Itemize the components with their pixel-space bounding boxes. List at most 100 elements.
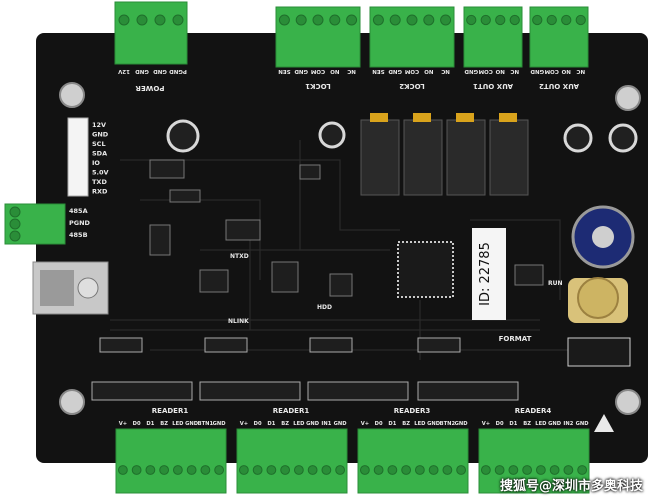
terminal-screw[interactable] [252,465,263,475]
terminal-screw[interactable] [278,14,290,26]
relays [360,113,529,196]
terminal-screw[interactable] [508,465,519,475]
terminal-screw[interactable] [480,465,491,475]
reader-pin-label: D1 [146,421,154,427]
reader-pin-label: BZ [281,421,289,427]
capacitor [563,123,593,153]
terminal-screw[interactable] [117,465,128,475]
terminal-screw[interactable] [387,465,398,475]
terminal-screw[interactable] [406,14,418,26]
terminal-screw[interactable] [359,465,370,475]
lock2-title: LOCK2 [399,82,425,90]
aux-out2-title: AUX OUT2 [539,82,579,90]
terminal-screw[interactable] [266,465,277,475]
terminal-screw[interactable] [238,465,249,475]
terminal-block-reader1[interactable] [115,428,227,494]
terminal-screw[interactable] [466,14,477,26]
header-connector[interactable] [567,337,631,367]
top-pin-label: NO [330,68,340,74]
mounting-hole [615,85,641,111]
terminal-screw[interactable] [329,14,341,26]
terminal-screw[interactable] [159,465,170,475]
terminal-screw[interactable] [428,465,439,475]
terminal-screw[interactable] [414,465,425,475]
terminal-screw[interactable] [577,465,588,475]
terminal-screw[interactable] [563,465,574,475]
terminal-screw[interactable] [186,465,197,475]
terminal-screw[interactable] [575,14,586,26]
reader-titles: READER1 READER1 READER3 READER4 [152,407,552,415]
terminal-screw[interactable] [532,14,543,26]
terminal-screw[interactable] [546,14,557,26]
terminal-screw[interactable] [494,465,505,475]
terminal-screw[interactable] [480,14,491,26]
terminal-screw[interactable] [118,14,130,26]
rs485-pin-label: PGND [69,219,91,227]
reader-pin-label: D0 [133,421,141,427]
terminal-screw[interactable] [312,14,324,26]
reader-pin-label: GND [306,421,320,427]
left-pin-label: RXD [92,188,108,196]
terminal-screw[interactable] [9,218,21,230]
terminal-screw[interactable] [214,465,225,475]
terminal-screw[interactable] [293,465,304,475]
terminal-screw[interactable] [131,465,142,475]
terminal-screw[interactable] [280,465,291,475]
terminal-screw[interactable] [549,465,560,475]
reader-driver-ics [91,337,519,401]
terminal-screw[interactable] [561,14,572,26]
terminal-screw[interactable] [307,465,318,475]
terminal-block-reader4[interactable] [478,428,590,494]
ntxd-label: NTXD [230,253,249,260]
terminal-screw[interactable] [372,14,384,26]
terminal-screw[interactable] [321,465,332,475]
terminal-screw[interactable] [200,465,211,475]
terminal-screw[interactable] [442,465,453,475]
terminal-screw[interactable] [335,465,346,475]
terminal-screw[interactable] [295,14,307,26]
reader-title: READER4 [515,407,552,415]
terminal-screw[interactable] [136,14,148,26]
terminal-screw[interactable] [145,465,156,475]
reader-pin-label: D1 [388,421,396,427]
reader-pin-label: BZ [160,421,168,427]
terminal-screw[interactable] [495,14,506,26]
top-pin-label: NC [441,68,450,74]
top-pin-label: 12V [117,68,130,74]
terminal-block-reader3[interactable] [357,428,469,494]
aux-out1-title: AUX OUT1 [473,82,513,90]
terminal-screw[interactable] [440,14,452,26]
terminal-screw[interactable] [509,14,520,26]
terminal-block-power[interactable] [114,1,188,65]
top-pin-label: COM [311,68,325,74]
left-pin-header[interactable] [67,117,89,197]
terminal-screw[interactable] [423,14,435,26]
top-pin-label: SEN [372,68,385,74]
rs485-pin-label: 485A [69,207,88,215]
top-pin-label: GND [388,68,402,74]
terminal-screw[interactable] [456,465,467,475]
top-pin-label: GND [153,68,167,74]
terminal-screw[interactable] [172,465,183,475]
terminal-screw[interactable] [373,465,384,475]
mounting-hole [59,389,85,415]
terminal-screw[interactable] [172,14,184,26]
terminal-screw[interactable] [401,465,412,475]
top-silkscreen: POWER LOCK1 LOCK2 AUX OUT1 AUX OUT2 [135,82,579,92]
mounting-hole [59,82,85,108]
top-pin-label: NC [347,68,356,74]
terminal-screw[interactable] [154,14,166,26]
terminal-screw[interactable] [9,230,21,242]
coin-battery [577,277,619,319]
relay [489,119,529,196]
terminal-screw[interactable] [389,14,401,26]
terminal-screw[interactable] [522,465,533,475]
reader-pin-label: GND [548,421,562,427]
terminal-block-reader2[interactable] [236,428,348,494]
terminal-screw[interactable] [346,14,358,26]
terminal-screw[interactable] [9,206,21,218]
terminal-screw[interactable] [535,465,546,475]
run-label: RUN [548,280,563,287]
